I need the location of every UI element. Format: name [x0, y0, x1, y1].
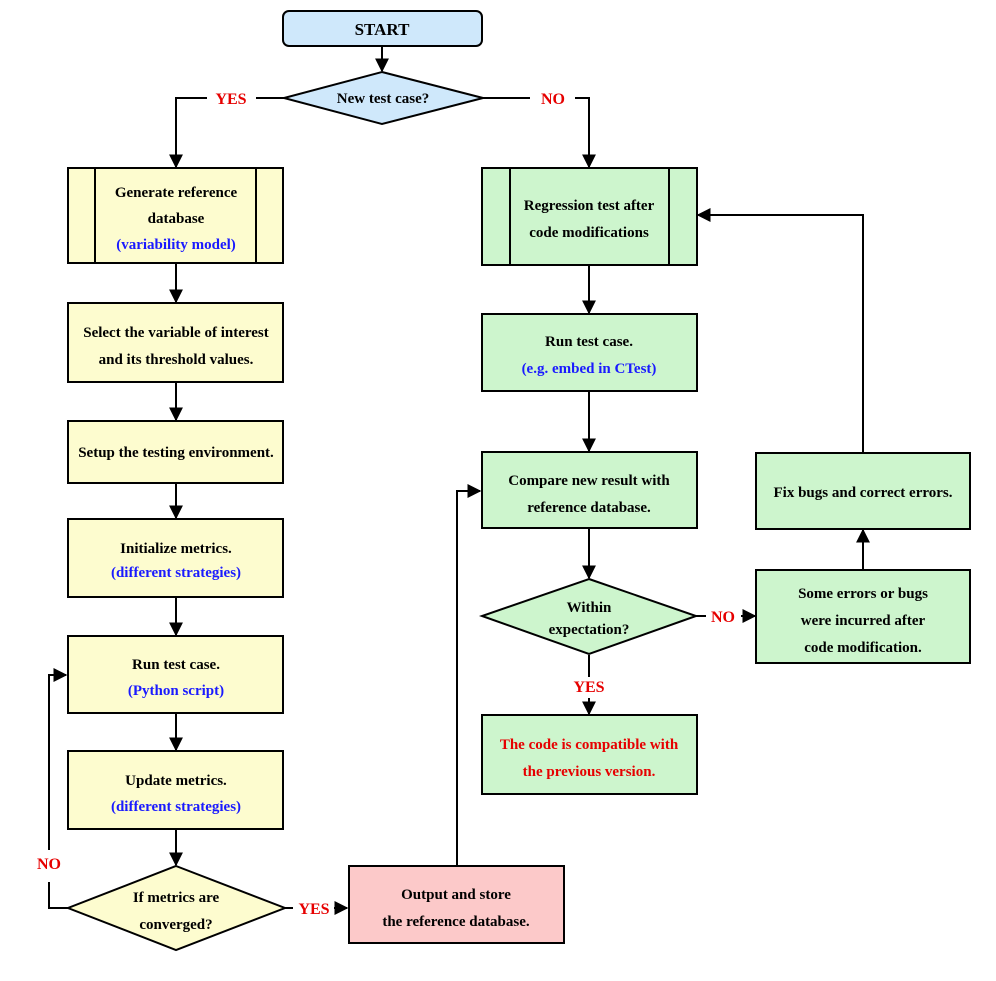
- edge-decision-no-b: [575, 97, 596, 169]
- generate-reference-line1: Generate reference: [115, 185, 238, 201]
- new-test-case-diamond: [280, 70, 484, 126]
- start-node: START: [282, 10, 483, 47]
- run-test-left-note: (Python script): [128, 683, 224, 699]
- select-variable-node: Select the variable of interest and its …: [67, 302, 284, 383]
- connectors: [48, 46, 870, 915]
- select-variable-line2: and its threshold values.: [99, 352, 254, 368]
- initialize-metrics-line1: Initialize metrics.: [120, 541, 232, 557]
- select-variable-line1: Select the variable of interest: [83, 325, 269, 341]
- edge-loop-no-a: [48, 882, 68, 909]
- regression-test-box: [481, 167, 698, 266]
- setup-environment-box: [67, 420, 284, 484]
- errors-incurred-line2: were incurred after: [801, 613, 926, 629]
- metrics-converged-line2: converged?: [139, 917, 212, 933]
- run-test-right-box: [481, 313, 698, 392]
- new-test-case-label: New test case?: [337, 91, 429, 107]
- update-metrics-note: (different strategies): [111, 799, 241, 815]
- errors-incurred-line1: Some errors or bugs: [798, 586, 928, 602]
- start-label: START: [355, 20, 410, 39]
- run-test-right-line1: Run test case.: [545, 334, 633, 350]
- label-no-within: NO: [711, 609, 735, 626]
- output-store-box: [348, 865, 565, 944]
- label-yes-converged: YES: [298, 901, 329, 918]
- generate-reference-box: [67, 167, 284, 264]
- update-metrics-node: Update metrics. (different strategies): [67, 750, 284, 830]
- generate-reference-note: (variability model): [116, 237, 236, 253]
- new-test-case-decision: New test case?: [280, 70, 484, 126]
- label-no-loop: NO: [37, 856, 61, 873]
- within-expectation-decision: Within expectation?: [478, 577, 700, 656]
- label-yes-within: YES: [573, 679, 604, 696]
- metrics-converged-diamond: [65, 864, 288, 952]
- update-metrics-line1: Update metrics.: [125, 773, 227, 789]
- initialize-metrics-box: [67, 518, 284, 598]
- metrics-converged-decision: If metrics are converged?: [65, 864, 288, 952]
- within-expectation-diamond: [478, 577, 700, 656]
- compatible-line2: the previous version.: [523, 764, 656, 780]
- compatible-node: The code is compatible with the previous…: [481, 714, 698, 795]
- compare-result-box: [481, 451, 698, 529]
- output-store-node: Output and store the reference database.: [348, 865, 565, 944]
- output-store-line2: the reference database.: [382, 914, 530, 930]
- select-variable-box: [67, 302, 284, 383]
- compare-result-line1: Compare new result with: [508, 473, 670, 489]
- run-test-right-node: Run test case. (e.g. embed in CTest): [481, 313, 698, 392]
- fix-bugs-box: [755, 452, 971, 530]
- within-expectation-line2: expectation?: [549, 622, 630, 638]
- initialize-metrics-node: Initialize metrics. (different strategie…: [67, 518, 284, 598]
- edge-decision-yes-b: [169, 97, 207, 169]
- edge-fix-to-regression: [696, 208, 864, 452]
- errors-incurred-line3: code modification.: [804, 640, 922, 656]
- compatible-box: [481, 714, 698, 795]
- regression-test-node: Regression test after code modifications: [481, 167, 698, 266]
- run-test-right-note: (e.g. embed in CTest): [522, 361, 657, 377]
- label-no-new: NO: [541, 91, 565, 108]
- generate-reference-line2: database: [148, 211, 205, 227]
- run-test-left-line1: Run test case.: [132, 657, 220, 673]
- edge-output-to-compare: [456, 484, 482, 865]
- generate-reference-node: Generate reference database (variability…: [67, 167, 284, 264]
- metrics-converged-line1: If metrics are: [133, 890, 220, 906]
- start-box: [282, 10, 483, 47]
- setup-environment-node: Setup the testing environment.: [67, 420, 284, 484]
- run-test-left-node: Run test case. (Python script): [67, 635, 284, 714]
- regression-test-line1: Regression test after: [524, 198, 655, 214]
- regression-test-line2: code modifications: [529, 225, 649, 241]
- run-test-left-box: [67, 635, 284, 714]
- output-store-line1: Output and store: [401, 887, 511, 903]
- edge-loop-no-b: [48, 668, 68, 850]
- setup-environment-line1: Setup the testing environment.: [78, 445, 274, 461]
- errors-incurred-node: Some errors or bugs were incurred after …: [755, 569, 971, 664]
- fix-bugs-line1: Fix bugs and correct errors.: [774, 485, 953, 501]
- compare-result-line2: reference database.: [527, 500, 651, 516]
- initialize-metrics-note: (different strategies): [111, 565, 241, 581]
- label-yes-new: YES: [215, 91, 246, 108]
- within-expectation-line1: Within: [567, 600, 612, 616]
- errors-incurred-box: [755, 569, 971, 664]
- compare-result-node: Compare new result with reference databa…: [481, 451, 698, 529]
- compatible-line1: The code is compatible with: [500, 737, 679, 753]
- fix-bugs-node: Fix bugs and correct errors.: [755, 452, 971, 530]
- update-metrics-box: [67, 750, 284, 830]
